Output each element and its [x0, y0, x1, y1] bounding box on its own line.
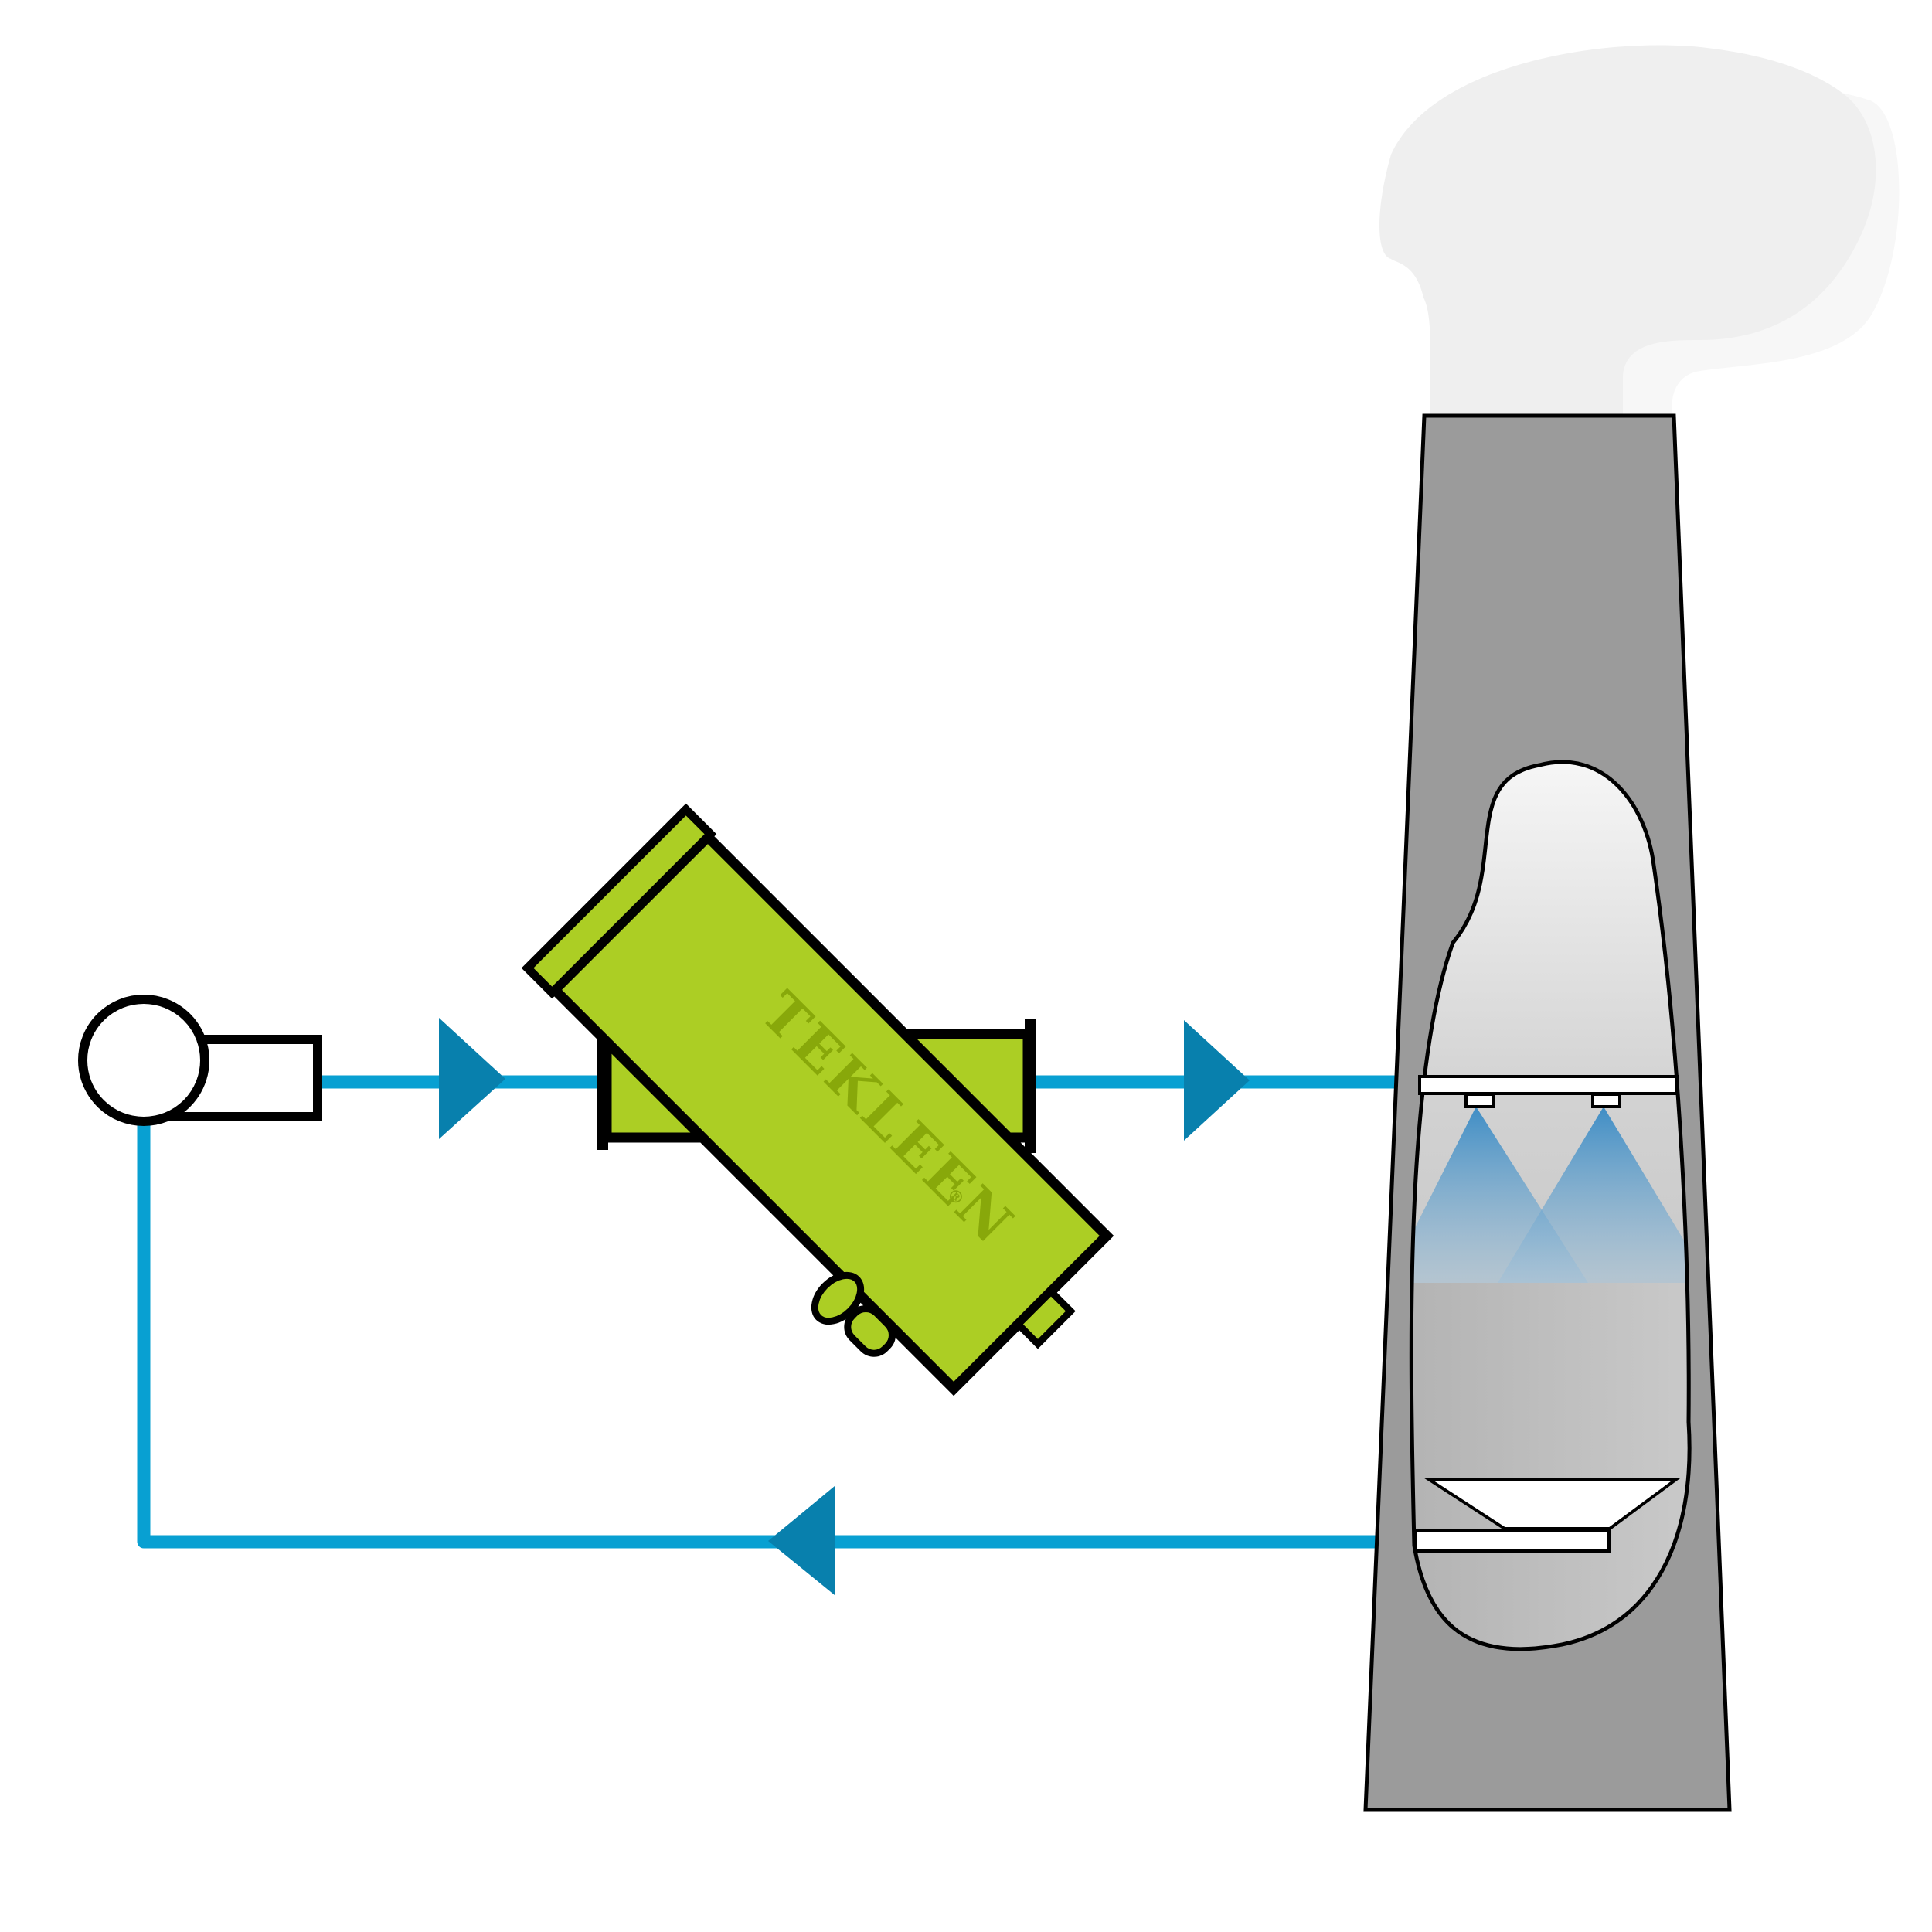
spray-header-pipe	[1418, 1075, 1679, 1095]
drain-valve-handle	[811, 1271, 865, 1325]
collection-tray-outlet	[1414, 1529, 1611, 1553]
pipe-return-line	[137, 1113, 1376, 1549]
smoke-plume	[1379, 45, 1900, 418]
pump-icon	[78, 995, 322, 1126]
filter-top-cap	[521, 803, 717, 999]
pump-body	[78, 995, 209, 1126]
flow-arrow-left	[768, 1486, 835, 1595]
collection-tray-funnel	[1424, 1478, 1681, 1530]
drain-valve-icon	[811, 1271, 896, 1357]
smoke-front	[1379, 45, 1876, 418]
spray-nozzle-left	[1464, 1093, 1495, 1108]
drain-valve-body	[844, 1305, 896, 1357]
spray-nozzle-right	[1591, 1093, 1621, 1108]
tray-icon	[1414, 1478, 1681, 1553]
filter-drain-stub	[1013, 1286, 1076, 1349]
filter-icon: TEKLEEN ®	[521, 803, 1114, 1396]
flow-arrow-right-1	[439, 1018, 505, 1139]
cutaway-lower-zone	[1411, 1283, 1690, 1649]
flow-arrow-right-2	[1184, 1020, 1250, 1141]
flow-arrows	[439, 1018, 1250, 1595]
stack-icon	[1363, 413, 1732, 1812]
nozzle-icon	[1418, 1075, 1679, 1108]
stack-cutaway	[1409, 760, 1692, 1651]
cutaway-outline	[1409, 760, 1692, 1651]
spray-cone-right	[1498, 1107, 1690, 1283]
